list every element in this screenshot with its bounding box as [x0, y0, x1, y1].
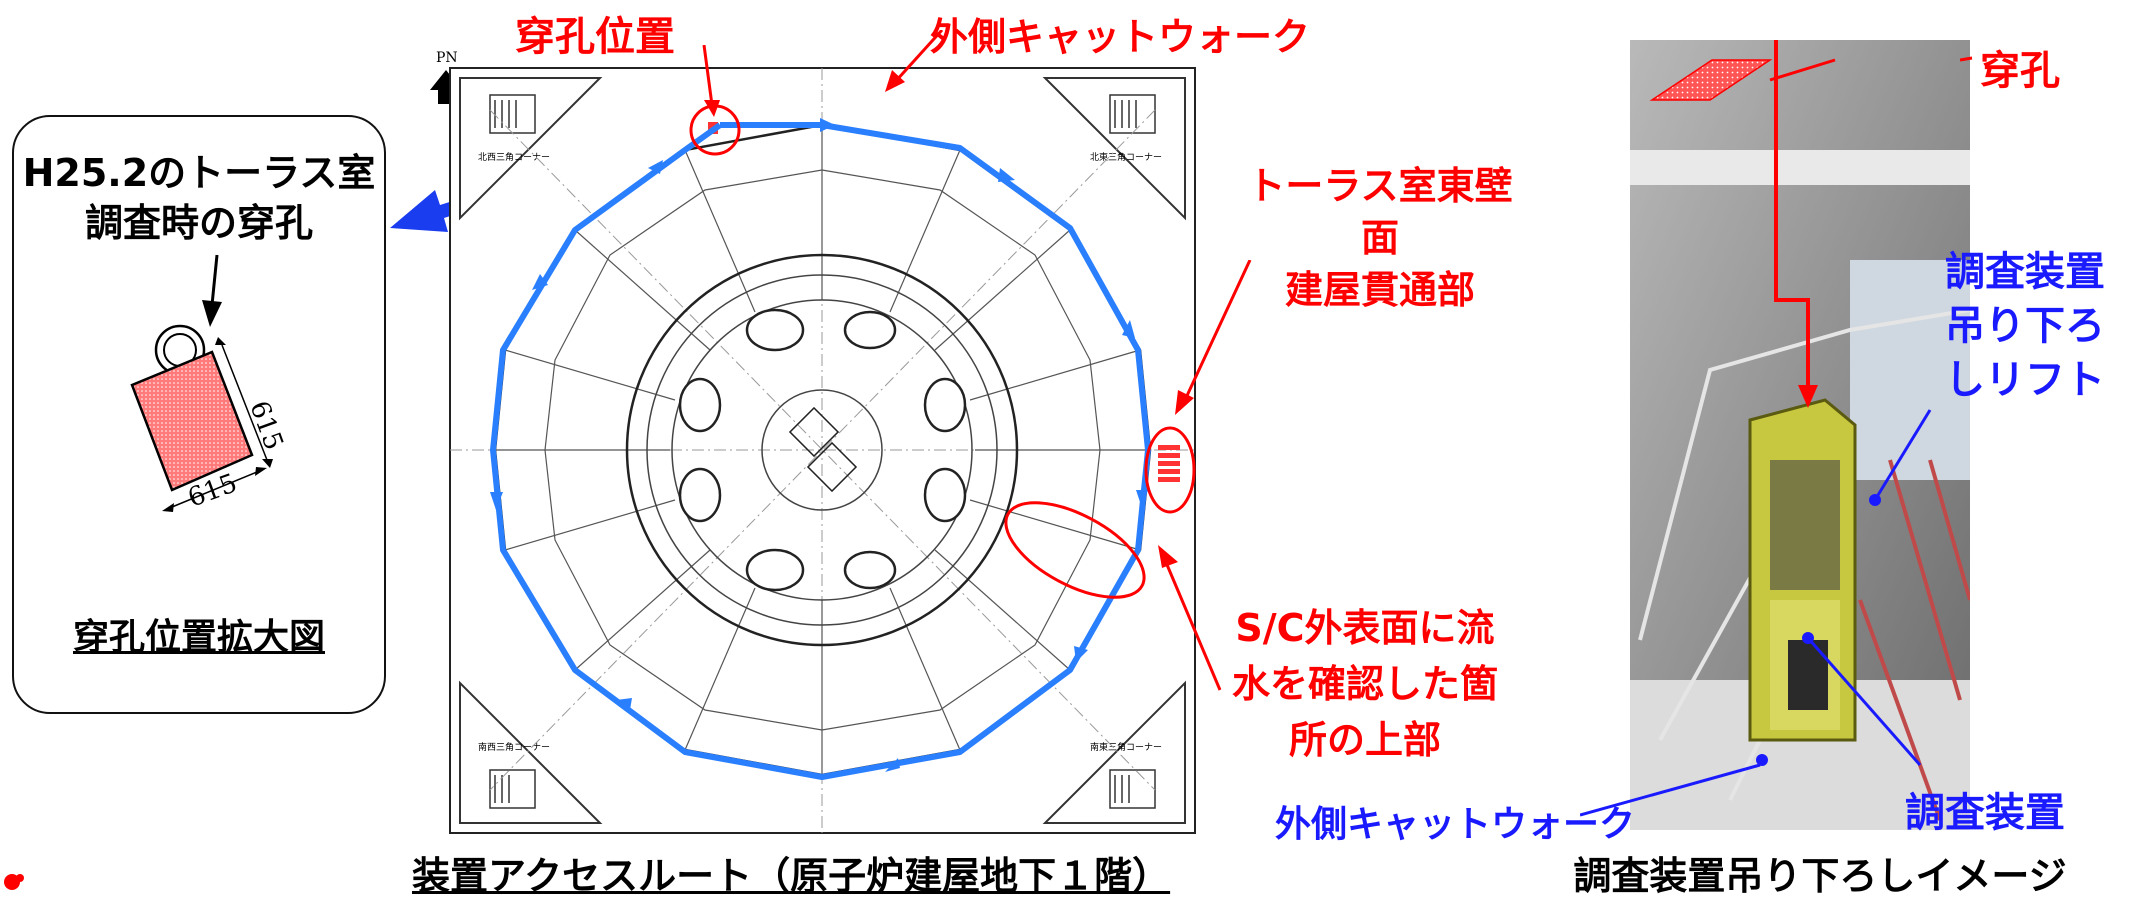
north-label: PN [436, 50, 458, 66]
hole-detail-drawing: 615 615 [130, 254, 289, 514]
lift-photo [1630, 40, 1970, 830]
label-device: 調査装置 [1905, 790, 2065, 836]
label-hole-position: 穿孔位置 [515, 14, 675, 60]
flow-line3: 所の上部 [1288, 718, 1441, 762]
label-flow-area: S/C外表面に流 水を確認した箇 所の上部 [1205, 600, 1525, 768]
access-route [490, 122, 1151, 780]
flow-line2: 水を確認した箇 [1231, 662, 1498, 706]
lift-line2: 吊り下ろ [1945, 303, 2105, 349]
label-outer-catwalk: 外側キャットウォーク [930, 15, 1311, 59]
callout-title-line2: 調査時の穿孔 [84, 201, 313, 245]
label-lift: 調査装置 吊り下ろ しリフト [1915, 245, 2135, 407]
hole-square [130, 350, 254, 492]
reactor-basement-plan: PN 北西三角コーナー 北東三角コーナー 南西三角コーナー 南東三角コーナー [430, 50, 1196, 834]
pedestal-outer [625, 253, 1019, 647]
label-hole: 穿孔 [1980, 48, 2060, 94]
corner-se: 南東三角コーナー [1090, 741, 1162, 753]
label-catwalk: 外側キャットウォーク [1275, 804, 1636, 845]
flow-line1: S/C外表面に流 [1235, 606, 1495, 650]
east-wall-line2: 建屋貫通部 [1284, 268, 1475, 312]
callout-title: H25.2のトーラス室 調査時の穿孔 [12, 148, 386, 248]
down-arrow-icon [210, 254, 219, 306]
lift-line3: しリフト [1945, 357, 2105, 403]
lift-line1: 調査装置 [1945, 249, 2105, 295]
east-wall-line1: トーラス室東壁面 [1247, 164, 1513, 260]
survey-device [1788, 640, 1828, 710]
callout-title-line1: H25.2のトーラス室 [22, 151, 376, 195]
corner-nw: 北西三角コーナー [478, 151, 550, 163]
callout-caption: 穿孔位置拡大図 [72, 617, 325, 658]
east-wall-marker[interactable] [1144, 426, 1196, 514]
dim-side-label: 615 [243, 397, 288, 454]
ceiling-hole [1649, 59, 1773, 101]
corner-sw: 南西三角コーナー [478, 741, 550, 753]
label-east-wall: トーラス室東壁面 建屋貫通部 [1230, 160, 1530, 316]
flow-area-marker[interactable] [991, 483, 1158, 616]
plan-caption: 装置アクセスルート（原子炉建屋地下１階） [412, 854, 1171, 898]
photo-caption: 調査装置吊り下ろしイメージ [1573, 854, 2067, 898]
corner-ne: 北東三角コーナー [1090, 151, 1162, 163]
logo-mark-icon [4, 874, 24, 890]
